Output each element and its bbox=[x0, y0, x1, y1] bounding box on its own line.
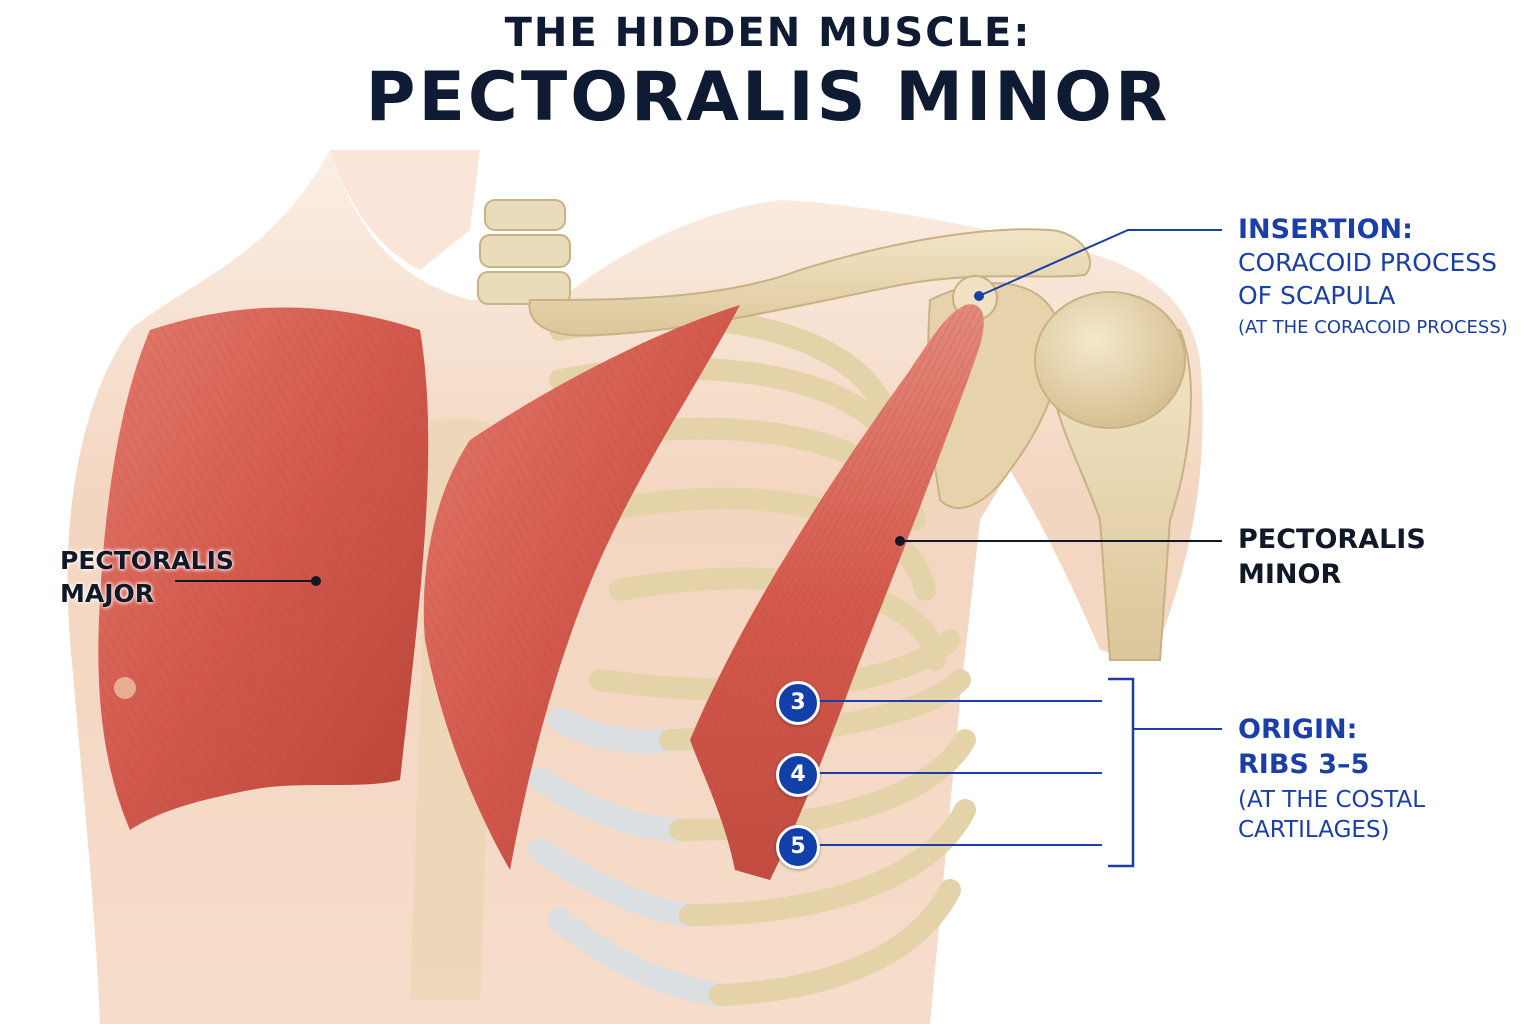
clavicle bbox=[528, 228, 1091, 337]
title-line-1: THE HIDDEN MUSCLE: bbox=[504, 10, 1032, 56]
leader-lines bbox=[175, 229, 1222, 868]
origin-note-line-2: CARTILAGES) bbox=[1238, 817, 1390, 844]
origin-bracket bbox=[1108, 677, 1135, 868]
pectoralis-minor-label: PECTORALIS MINOR bbox=[1238, 522, 1426, 592]
origin-line-1: RIBS 3–5 bbox=[1238, 749, 1370, 781]
pectoralis-major-label: PECTORALIS MAJOR bbox=[60, 545, 234, 610]
rib-5-marker: 5 bbox=[776, 825, 820, 869]
insertion-line-2: OF SCAPULA bbox=[1238, 280, 1396, 310]
nipple bbox=[114, 677, 136, 699]
insertion-label: INSERTION: CORACOID PROCESS OF SCAPULA (… bbox=[1238, 212, 1508, 339]
insertion-heading: INSERTION: bbox=[1238, 214, 1413, 245]
origin-heading: ORIGIN: bbox=[1238, 714, 1358, 745]
title-line-2: PECTORALIS MINOR bbox=[365, 58, 1171, 137]
rib-4-marker: 4 bbox=[776, 753, 820, 797]
leader-insertion bbox=[978, 229, 1222, 297]
origin-label: ORIGIN: RIBS 3–5 (AT THE COSTAL CARTILAG… bbox=[1238, 712, 1425, 846]
insertion-line-1: CORACOID PROCESS bbox=[1238, 248, 1497, 278]
rib-3-marker: 3 bbox=[776, 681, 820, 725]
pectoralis-major-label-line-2: MAJOR bbox=[60, 578, 155, 608]
humeral-head bbox=[1034, 291, 1186, 429]
cervical-spine bbox=[477, 199, 571, 305]
neck bbox=[330, 150, 480, 270]
pectoralis-minor-label-line-1: PECTORALIS bbox=[1238, 524, 1426, 555]
insertion-note: (AT THE CORACOID PROCESS) bbox=[1238, 317, 1508, 339]
origin-note-line-1: (AT THE COSTAL bbox=[1238, 787, 1426, 814]
pectoralis-minor-label-line-2: MINOR bbox=[1238, 559, 1342, 591]
pectoralis-major-label-line-1: PECTORALIS bbox=[60, 546, 234, 575]
